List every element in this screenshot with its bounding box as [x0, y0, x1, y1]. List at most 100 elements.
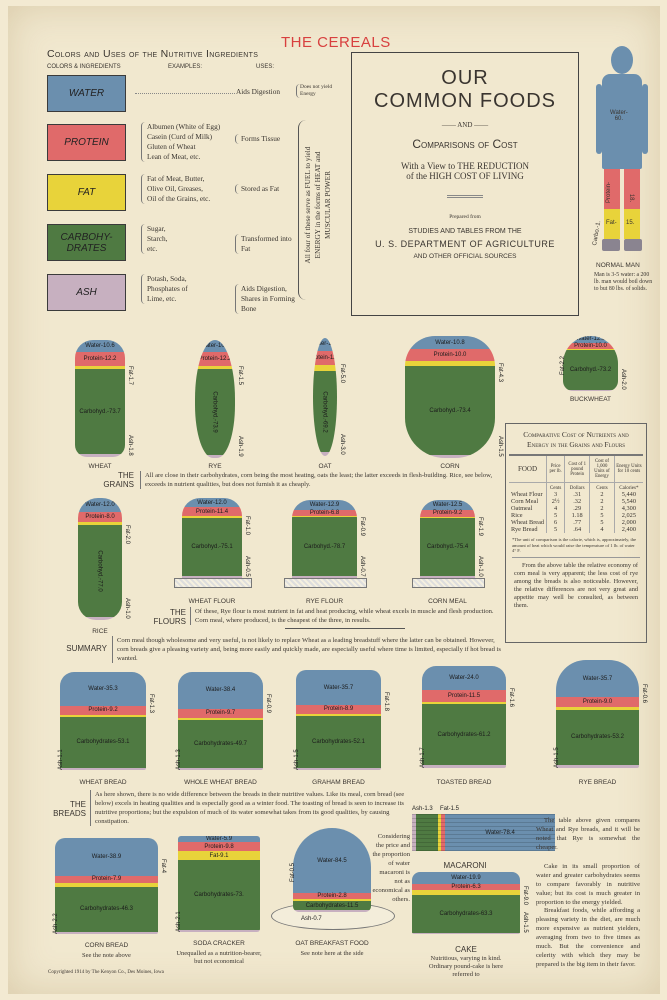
band-ash [412, 814, 416, 851]
band-label-carbohydrates: Carbohyd.-69.2 [322, 390, 329, 433]
band-fat [412, 889, 520, 896]
copyright: Copyrighted 1914 by The Kenyon Co., Des … [48, 970, 164, 975]
band-fat [437, 814, 442, 851]
food-note: See the note above [82, 952, 131, 959]
band-label-carbohydrates: Carbohydrates-63.3 [439, 910, 493, 917]
man-arm [642, 84, 648, 154]
table-header: Cost of 1,000 Units of Energy [589, 455, 615, 483]
food-note: Unequalled as a nutrition-bearer, but no… [176, 950, 262, 965]
side-label-ash: Ash-0.7 [301, 916, 322, 922]
grains-heading: THE GRAINS [103, 471, 134, 489]
band-label-carbohydrates: Carbohydrates-52.1 [311, 738, 366, 745]
band-carbohydrates: Carbohydrates-61.2 [422, 704, 506, 766]
breads-heading: THE BREADS [53, 800, 86, 818]
band-label-protein: Protein-9.8 [204, 843, 234, 850]
table-cell: 4 [546, 505, 566, 512]
food-name: RYE [208, 463, 222, 470]
normal-man-label: NORMAL MAN [596, 262, 640, 269]
example-line: Sugar, [147, 224, 166, 233]
legend-examples: Fat of Meat, Butter,Olive Oil, Greases,O… [141, 174, 210, 204]
side-label-ash: Ash-1.8 [127, 435, 133, 456]
side-label-fat: Fat-1.8 [383, 692, 389, 712]
man-foot [602, 239, 620, 251]
side-label-ash: Ash-3.0 [339, 434, 345, 455]
table-cell: 5 [546, 526, 566, 533]
table-cell: 2,025 [621, 512, 636, 519]
food-name: RYE FLOUR [305, 598, 344, 605]
table-cell: .77 [564, 519, 591, 526]
band-ash [420, 576, 475, 578]
band-protein: Protein-11.5 [422, 690, 506, 702]
fuel-brace [298, 120, 339, 300]
band-protein: Protein-9.8 [178, 842, 260, 852]
col-uses: USES: [256, 64, 275, 70]
band-carbohydrates: Carbohyd.-77.0 [78, 524, 122, 617]
legend-use: Forms Tissue [235, 134, 299, 144]
section-title: THE CEREALS [281, 34, 391, 51]
band-water: Water-38.4 [178, 672, 263, 709]
band-fat [296, 713, 381, 717]
man-arm [596, 84, 602, 154]
band-label-protein: Protein-10.0 [433, 352, 467, 359]
band-label-water: Water-12.9 [309, 501, 340, 508]
title-line-1: OUR [441, 67, 489, 89]
fuel-note-line: ENERGY in the forms of HEAT and [313, 151, 322, 259]
band-water: Water-84.5 [293, 828, 371, 894]
example-line: Lean of Meat, etc. [147, 152, 201, 161]
band-carbohydrates: Carbohydrates-63.3 [412, 895, 520, 933]
band-protein: Protein-2.8 [293, 893, 371, 900]
band-carbohydrates: Carbohydrates-49.7 [178, 720, 263, 768]
side-label-ash: Ash-0.7 [359, 556, 365, 577]
food-note: Nutritious, varying in kind. Ordinary po… [428, 955, 504, 978]
side-label-fat: Fat-2.2 [560, 355, 566, 375]
side-label-fat: Fat-1.3 [148, 693, 154, 713]
table-header: FOOD [509, 455, 548, 483]
table-cell: 5 [546, 512, 566, 519]
side-label-fat: Fat-5.0 [339, 363, 345, 383]
side-label-ash: Ash-1.7 [420, 747, 426, 768]
man-carbo-label: Carbo.-1. [592, 220, 603, 247]
band-label-carbohydrates: Carbohydrates-11.5 [305, 902, 359, 909]
food-name: OAT [318, 463, 332, 470]
side-label-fat: Fat-4 [160, 859, 166, 874]
side-label-ash: Ash-1.5 [497, 436, 503, 457]
table-cell: .64 [564, 526, 591, 533]
side-label-fat: Fat-4.3 [497, 362, 503, 382]
band-water: Water-35.7 [296, 670, 381, 706]
table-unit: Cents [589, 482, 615, 491]
side-label-ash: Ash-1.9 [237, 436, 243, 457]
band-label-water: Water-38.9 [91, 853, 122, 860]
table-cell: 3 [546, 491, 566, 498]
band-fat: Fat-9.1 [178, 851, 260, 861]
band-label-water: Water-35.3 [88, 685, 118, 692]
band-water: Water-10.6 [75, 340, 125, 353]
band-fat [178, 717, 263, 721]
band-protein: Protein-8.0 [78, 512, 122, 522]
band-label-carbohydrates: Carbohyd.-73.2 [569, 366, 612, 373]
side-label-fat: Fat-1.5 [440, 806, 460, 812]
band-water: Water-38.9 [55, 838, 158, 876]
band-label-water: Water-19.9 [451, 874, 481, 881]
side-label-ash: Ash-1.0 [124, 598, 130, 619]
band-label-carbohydrates: Carbohyd.-73.4 [429, 407, 471, 414]
band-label-protein: Protein-12.2 [198, 356, 232, 363]
title-box: OUR COMMON FOODS —— AND —— Comparisons o… [351, 52, 579, 316]
band-carbohydrates: Carbohydrates-53.2 [556, 709, 639, 766]
divider [285, 628, 405, 629]
band-protein: Protein-8.9 [296, 705, 381, 714]
food-name: TOASTED BREAD [436, 779, 492, 786]
table-header: Cost of 1 pound Protein [564, 455, 591, 483]
band-ash [55, 931, 158, 934]
table-cell: 5 [589, 512, 615, 519]
food-name: GRAHAM BREAD [312, 779, 365, 786]
